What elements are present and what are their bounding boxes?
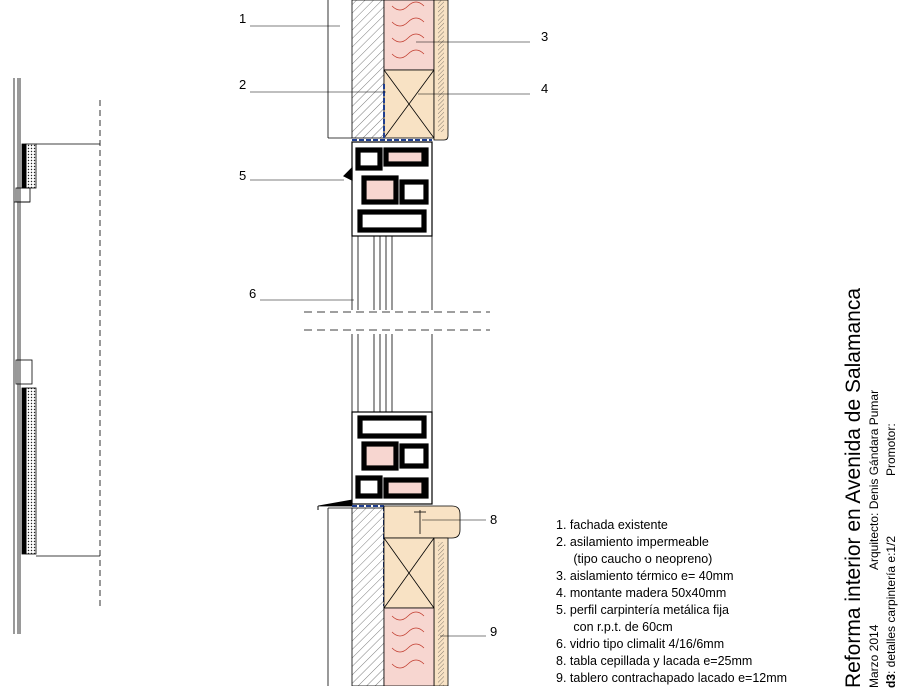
- legend-item: 8. tabla cepillada y lacada e=25mm: [556, 654, 753, 668]
- legend-item: 5. perfil carpintería metálica fija: [556, 603, 729, 617]
- promoter-label: Promotor:: [884, 423, 898, 476]
- legend-item: (tipo caucho o neopreno): [556, 552, 713, 566]
- legend-item: 1. fachada existente: [556, 518, 668, 532]
- legend-item: 9. tablero contrachapado lacado e=12mm: [556, 671, 788, 685]
- leader-lines: [250, 25, 530, 637]
- section-lower: [317, 334, 461, 686]
- legend-item: 6. vidrio tipo climalit 4/16/6mm: [556, 637, 725, 651]
- callout-2: 2: [239, 77, 247, 92]
- date-label: Marzo 2014: [867, 624, 881, 688]
- callout-5: 5: [239, 168, 247, 183]
- callout-4: 4: [541, 81, 549, 96]
- architect-label: Arquitecto: Denis Gándara Pumar: [867, 389, 881, 570]
- callout-3: 3: [541, 29, 549, 44]
- legend-item: 3. aislamiento térmico e= 40mm: [556, 569, 734, 583]
- callout-1: 1: [239, 11, 247, 26]
- title-block: Reforma interior en Avenida de Salamanca…: [842, 268, 900, 688]
- section-upper: [304, 0, 490, 331]
- callout-9: 9: [490, 624, 498, 639]
- legend-item: con r.p.t. de 60cm: [556, 620, 673, 634]
- elevation-view: [13, 78, 101, 634]
- sheet-label: d3: detalles carpintería e:1/2: [884, 536, 898, 688]
- sheet-description: : detalles carpintería e:1/2: [884, 535, 898, 674]
- legend-item: 4. montante madera 50x40mm: [556, 586, 727, 600]
- callout-8: 8: [490, 512, 498, 527]
- legend: 1. fachada existente 2. asilamiento impe…: [556, 517, 787, 687]
- callout-6: 6: [249, 286, 257, 301]
- project-title: Reforma interior en Avenida de Salamanca: [842, 287, 865, 688]
- legend-item: 2. asilamiento impermeable: [556, 535, 709, 549]
